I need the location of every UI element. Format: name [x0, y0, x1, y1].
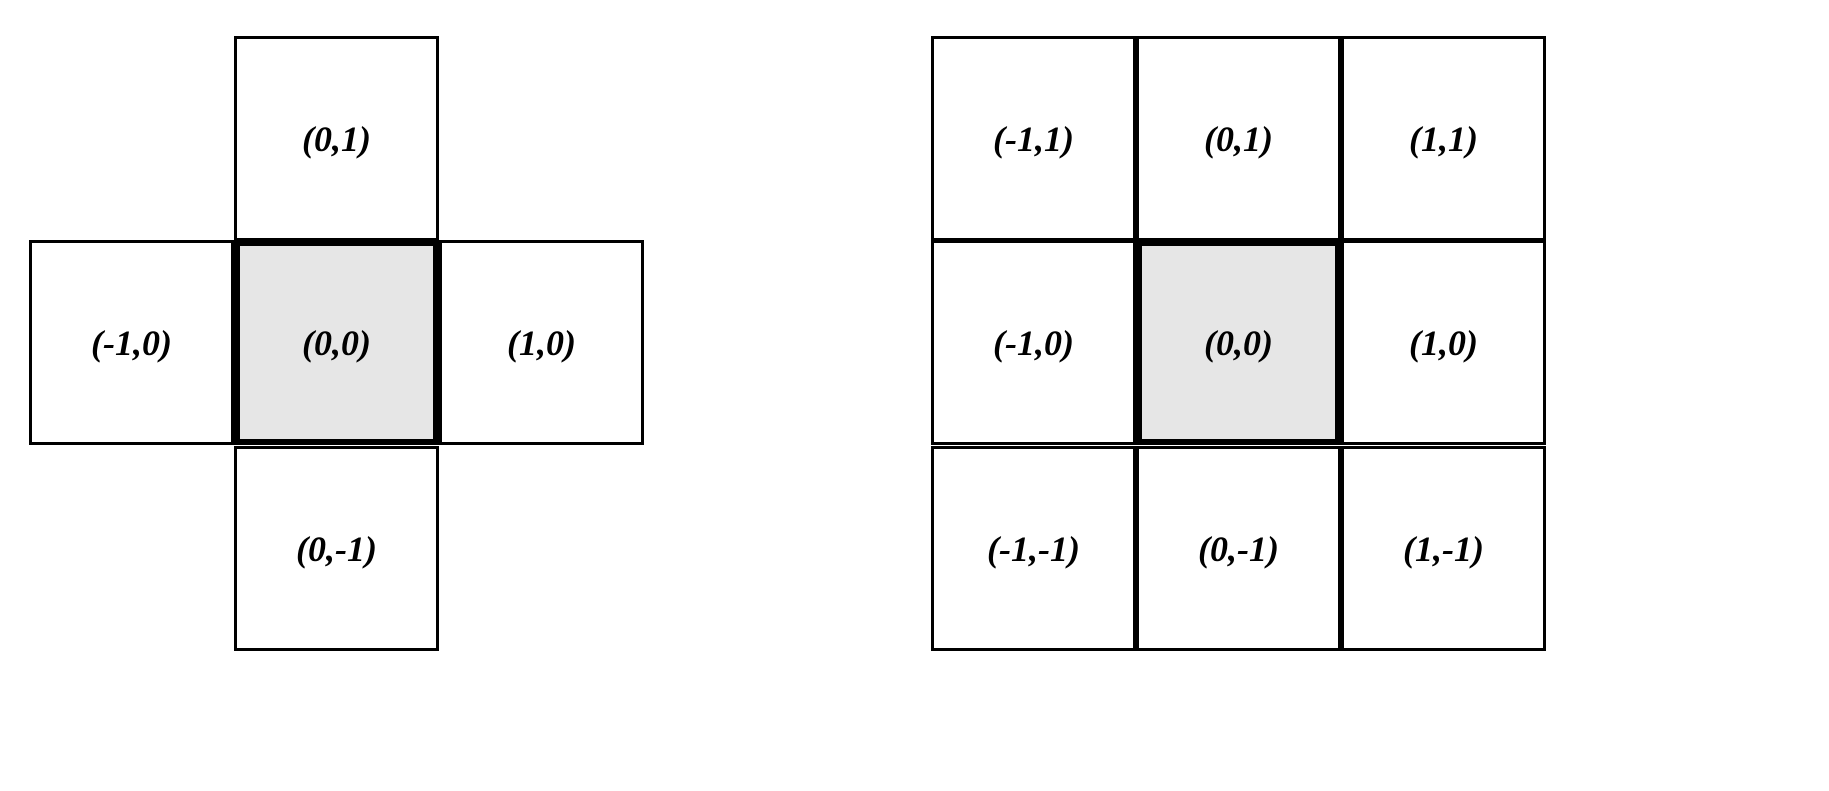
- cell-bottom-left: (-1,-1): [931, 446, 1136, 651]
- cell-top-left: (-1,1): [931, 36, 1136, 241]
- cell-right: (1,0): [1341, 240, 1546, 445]
- cell-bottom: (0,-1): [1136, 446, 1341, 651]
- cell-top: (0,1): [234, 36, 439, 241]
- cell-left: (-1,0): [931, 240, 1136, 445]
- cell-left: (-1,0): [29, 240, 234, 445]
- cell-bottom-right: (1,-1): [1341, 446, 1546, 651]
- cell-center: (0,0): [234, 240, 439, 445]
- cell-right: (1,0): [439, 240, 644, 445]
- cell-top-right: (1,1): [1341, 36, 1546, 241]
- cell-bottom: (0,-1): [234, 446, 439, 651]
- cell-center: (0,0): [1136, 240, 1341, 445]
- cell-top: (0,1): [1136, 36, 1341, 241]
